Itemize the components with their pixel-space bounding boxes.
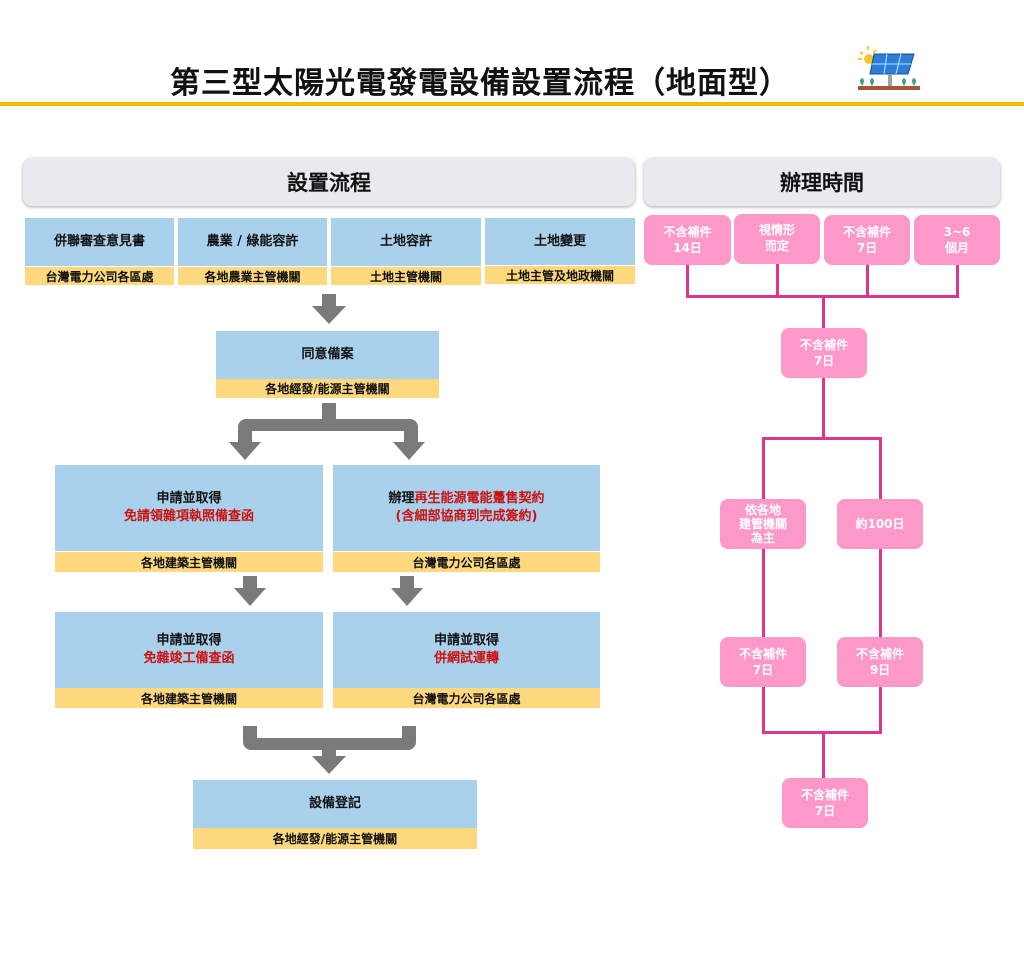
timeline-connector	[762, 687, 765, 734]
duration-box: 不含補件 14日	[644, 215, 731, 265]
step-box: 申請並取得 免請領雜項執照備查函	[55, 465, 323, 551]
duration-text: 個月	[944, 241, 969, 255]
duration-text: 約100日	[855, 517, 905, 531]
duration-text: 7日	[814, 804, 836, 818]
step-document: 免雜竣工備查函	[143, 651, 235, 666]
agency-label: 土地主管及地政機關	[485, 266, 635, 284]
timeline-section-header: 辦理時間	[644, 158, 1000, 206]
timeline-connector	[762, 437, 765, 500]
step-box: 併聯審查意見書	[25, 218, 174, 266]
timeline-connector	[879, 687, 882, 734]
agency-label: 台灣電力公司各區處	[333, 552, 600, 572]
agency-label: 台灣電力公司各區處	[25, 267, 174, 285]
timeline-connector	[866, 264, 869, 298]
step-action: 辦理	[388, 491, 415, 506]
step-box: 農業 / 綠能容許	[178, 218, 327, 266]
duration-text: 9日	[869, 663, 891, 677]
agency-label: 各地經發/能源主管機關	[216, 379, 439, 398]
step-document: 併網試運轉	[433, 651, 499, 666]
step-document: 再生能源電能躉售契約	[414, 491, 545, 506]
agency-label: 台灣電力公司各區處	[333, 688, 600, 708]
step-box: 同意備案	[216, 331, 439, 379]
duration-text: 視情形	[758, 223, 795, 237]
arrow-down	[234, 576, 266, 606]
duration-box: 不含補件 7日	[720, 637, 806, 687]
timeline-connector	[822, 378, 825, 438]
step-action: 申請並取得	[433, 633, 499, 648]
duration-text: 不含補件	[738, 647, 787, 661]
duration-box: 約100日	[837, 499, 923, 549]
step-note: (含細部協商到完成簽約)	[395, 509, 538, 524]
agency-label: 土地主管機關	[331, 267, 481, 285]
timeline-connector	[686, 264, 689, 298]
step-document: 免請領雜項執照備查函	[123, 509, 254, 524]
duration-text: 依各地	[744, 503, 781, 517]
duration-text: 不含補件	[663, 225, 712, 239]
duration-box: 依各地 建管機關 為主	[720, 499, 806, 549]
step-box: 土地變更	[485, 218, 635, 265]
duration-text: 7日	[813, 354, 835, 368]
duration-text: 不含補件	[799, 338, 848, 352]
duration-box: 不含補件 7日	[781, 328, 867, 378]
step-box: 申請並取得 併網試運轉	[333, 612, 600, 688]
duration-box: 3~6 個月	[914, 215, 1000, 265]
duration-text: 為主	[750, 531, 775, 545]
step-box: 申請並取得 免雜竣工備查函	[55, 612, 323, 688]
step-box: 設備登記	[193, 780, 477, 828]
timeline-connector	[879, 437, 882, 500]
duration-text: 而定	[764, 239, 789, 253]
title-underline	[0, 102, 1024, 106]
duration-text: 建管機關	[738, 517, 787, 531]
step-box: 辦理再生能源電能躉售契約 (含細部協商到完成簽約)	[333, 465, 600, 551]
step-action: 申請並取得	[156, 633, 222, 648]
arrow-merge	[243, 726, 416, 774]
duration-box: 不含補件 9日	[837, 637, 923, 687]
duration-box: 不含補件 7日	[824, 215, 910, 265]
duration-box: 不含補件 7日	[782, 778, 868, 828]
duration-text: 7日	[856, 241, 878, 255]
timeline-connector	[822, 731, 825, 779]
agency-label: 各地建築主管機關	[55, 552, 323, 572]
agency-label: 各地經發/能源主管機關	[193, 828, 477, 849]
timeline-connector	[762, 548, 765, 638]
duration-text: 14日	[673, 241, 702, 255]
agency-label: 各地農業主管機關	[178, 267, 327, 285]
duration-text: 3~6	[943, 225, 971, 239]
timeline-connector	[822, 295, 825, 329]
process-section-header: 設置流程	[23, 158, 635, 206]
duration-text: 不含補件	[855, 647, 904, 661]
page-title: 第三型太陽光電發電設備設置流程（地面型）	[170, 66, 790, 101]
arrow-down	[312, 294, 346, 324]
agency-label: 各地建築主管機關	[55, 688, 323, 708]
solar-panel-icon	[856, 44, 922, 94]
arrow-split	[229, 403, 425, 460]
step-box: 土地容許	[331, 218, 481, 266]
step-action: 申請並取得	[156, 491, 222, 506]
duration-text: 不含補件	[842, 225, 891, 239]
timeline-connector	[956, 264, 959, 298]
duration-text: 7日	[752, 663, 774, 677]
timeline-connector	[776, 263, 779, 298]
timeline-connector	[762, 437, 882, 440]
duration-box: 視情形 而定	[734, 214, 820, 264]
timeline-connector	[879, 548, 882, 638]
duration-text: 不含補件	[800, 788, 849, 802]
arrow-down	[391, 576, 423, 606]
